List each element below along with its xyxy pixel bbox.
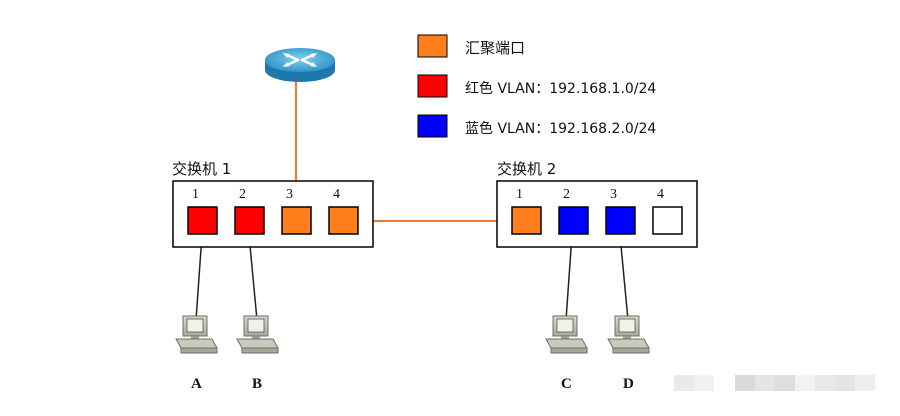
computer-b-label: B	[252, 376, 262, 392]
switch-2-port-2	[558, 206, 589, 235]
computer-a-icon	[175, 315, 218, 354]
computer-d-label: D	[623, 376, 634, 392]
router-icon	[265, 48, 335, 82]
legend-label-blue-vlan: 蓝色 VLAN：192.168.2.0/24	[465, 120, 656, 137]
switch-2: 交换机 2 1 2 3 4	[496, 160, 698, 248]
computer-d-icon	[607, 315, 650, 354]
switch-1-port-1	[187, 206, 218, 235]
switch-1-port-2-number: 2	[239, 187, 246, 202]
switch-1-port-2	[234, 206, 265, 235]
switch-2-port-1	[511, 206, 542, 235]
switch-2-port-1-number: 1	[516, 187, 523, 202]
switch-1-port-4	[328, 206, 359, 235]
computer-c-icon	[545, 315, 588, 354]
switch-2-port-3-number: 3	[610, 187, 617, 202]
switch-1: 交换机 1 1 2 3 4	[172, 160, 374, 248]
switch-2-label: 交换机 2	[497, 160, 556, 178]
switch-1-label: 交换机 1	[172, 160, 231, 178]
switch-2-port-3	[605, 206, 636, 235]
legend-swatch-blue-vlan	[417, 114, 448, 138]
cable-a	[195, 234, 203, 321]
switch-1-port-1-number: 1	[192, 187, 199, 202]
switch-2-port-2-number: 2	[563, 187, 570, 202]
watermark-blur	[674, 375, 875, 391]
cable-c	[565, 234, 573, 321]
legend-swatch-red-vlan	[417, 74, 448, 98]
switch-1-port-3-number: 3	[286, 187, 293, 202]
switch-2-port-4	[652, 206, 683, 235]
switch-1-port-3	[281, 206, 312, 235]
computer-b-icon	[236, 315, 279, 354]
legend: 汇聚端口 红色 VLAN：192.168.1.0/24 蓝色 VLAN：192.…	[417, 34, 656, 138]
computer-c-label: C	[561, 376, 572, 392]
legend-label-aggregate: 汇聚端口	[465, 39, 525, 57]
legend-label-red-vlan: 红色 VLAN：192.168.1.0/24	[465, 80, 656, 97]
cable-d	[619, 234, 629, 321]
switch-1-port-4-number: 4	[333, 187, 340, 202]
legend-swatch-aggregate	[417, 34, 448, 58]
computer-a-label: A	[191, 376, 202, 392]
switch-2-port-4-number: 4	[657, 187, 664, 202]
cable-b	[248, 234, 258, 321]
